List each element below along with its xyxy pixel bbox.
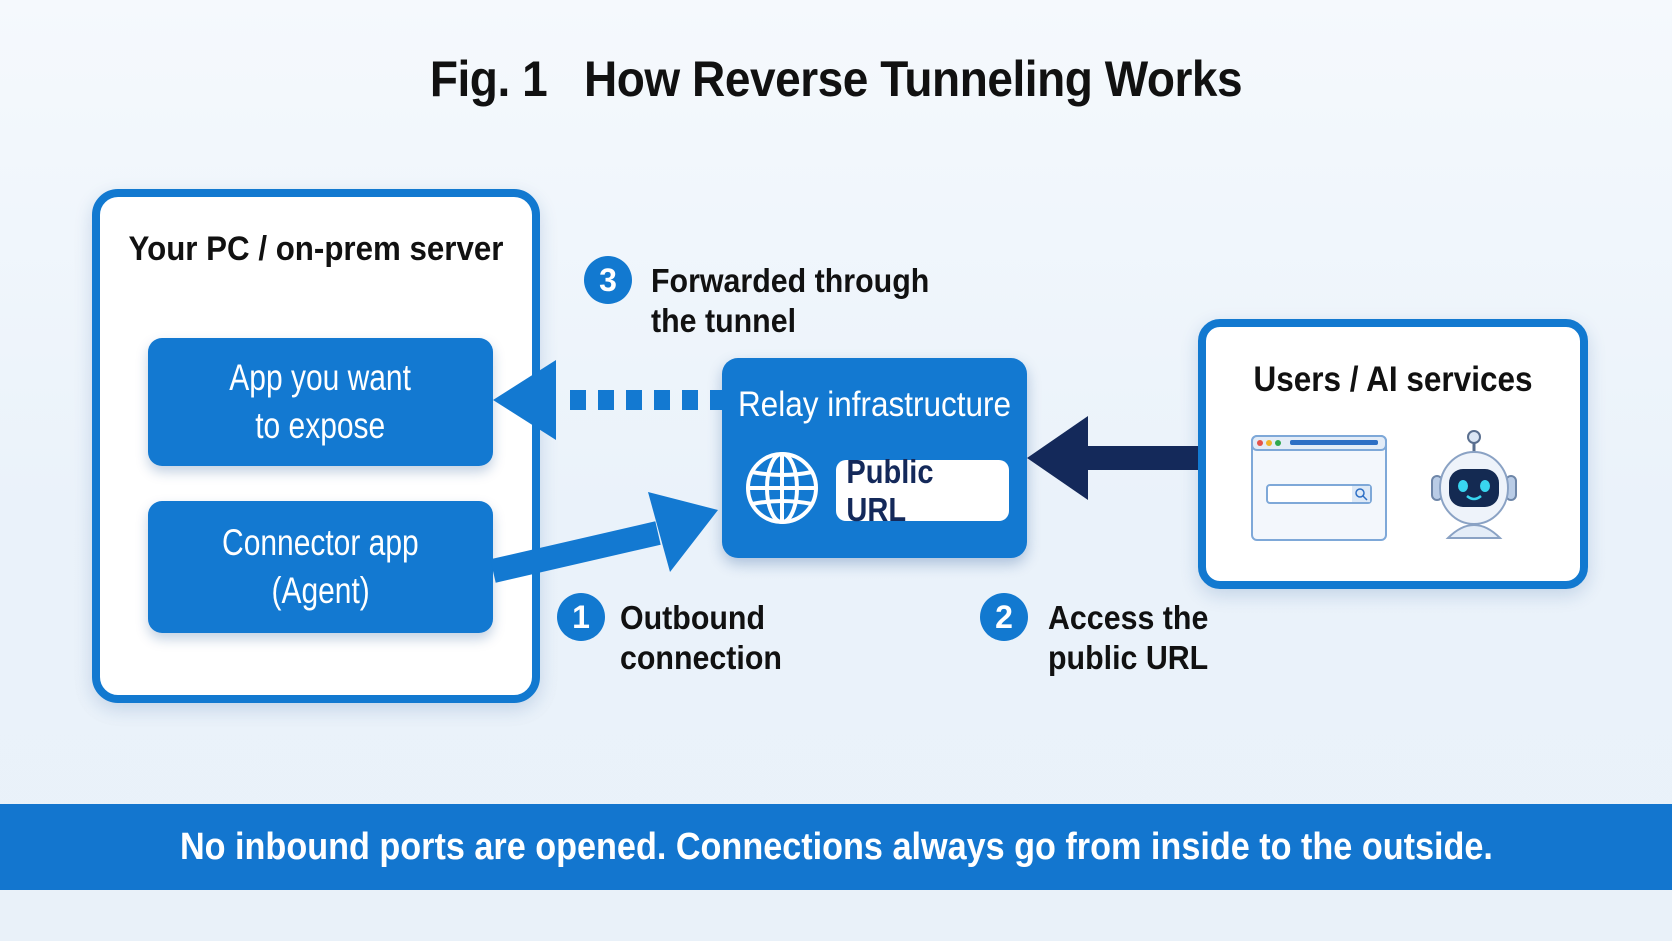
step-1-line-2: connection: [620, 639, 782, 676]
users-title: Users / AI services: [1253, 360, 1533, 399]
step-3-badge: 3: [584, 256, 632, 304]
public-url-pill: Public URL: [836, 453, 1009, 528]
step-3-label: Forwarded through the tunnel: [651, 261, 929, 341]
step-2-label: Access the public URL: [1048, 598, 1208, 678]
step-2-badge: 2: [980, 593, 1028, 641]
step-2-line-2: public URL: [1048, 639, 1209, 676]
app-line-1: App you want: [229, 357, 412, 398]
tunnel-forward-arrow: [493, 360, 722, 440]
figure-title: Fig. 1 How Reverse Tunneling Works: [67, 50, 1605, 108]
app-line-2: to expose: [255, 405, 386, 446]
public-url-label: Public URL: [846, 452, 934, 528]
access-url-arrow: [1027, 416, 1198, 500]
step-3-line-1: Forwarded through: [651, 262, 930, 299]
step-3-line-2: the tunnel: [651, 302, 797, 339]
robot-icon: [1431, 430, 1517, 539]
figure-title-text: How Reverse Tunneling Works: [584, 51, 1243, 107]
step-2-line-1: Access the: [1048, 599, 1209, 636]
relay-title: Relay infrastructure: [737, 385, 1012, 424]
local-server-title: Your PC / on-prem server: [128, 230, 504, 268]
connector-agent-block: Connector app (Agent): [148, 501, 493, 633]
step-1-label: Outbound connection: [620, 598, 782, 678]
footer-text: No inbound ports are opened. Connections…: [179, 825, 1493, 868]
footer-banner: No inbound ports are opened. Connections…: [0, 804, 1672, 890]
step-1-badge: 1: [557, 593, 605, 641]
app-to-expose-block: App you want to expose: [148, 338, 493, 466]
figure-label: Fig. 1: [429, 51, 548, 107]
browser-window-icon: [1251, 435, 1387, 541]
connector-line-2: (Agent): [271, 570, 370, 611]
outbound-connection-arrow: [490, 492, 718, 583]
connector-line-1: Connector app: [222, 522, 419, 563]
step-1-line-1: Outbound: [620, 599, 766, 636]
globe-icon: [746, 452, 818, 524]
